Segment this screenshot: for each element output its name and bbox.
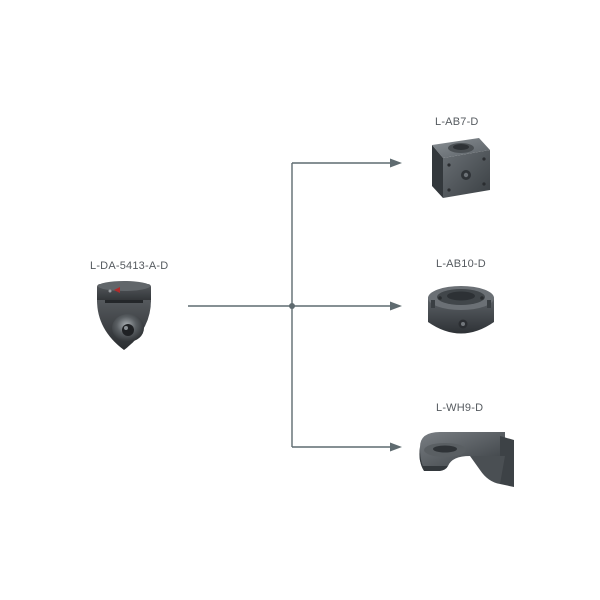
arrowheads <box>390 158 402 452</box>
arrowhead-ab10 <box>390 301 402 311</box>
connector-lines <box>188 162 392 448</box>
target-label-ab7: L-AB7-D <box>435 116 479 128</box>
wall-mount-bracket-icon <box>419 432 514 487</box>
arrowhead-wh9 <box>390 442 402 452</box>
arrowhead-ab7 <box>390 158 402 168</box>
dome-camera-icon <box>97 281 151 350</box>
target-label-wh9: L-WH9-D <box>436 402 484 414</box>
junction-dot <box>289 303 295 309</box>
source-product-label: L-DA-5413-A-D <box>90 260 169 272</box>
junction-box-square-icon <box>432 138 490 198</box>
junction-box-round-icon <box>428 286 494 334</box>
target-label-ab10: L-AB10-D <box>436 258 486 270</box>
